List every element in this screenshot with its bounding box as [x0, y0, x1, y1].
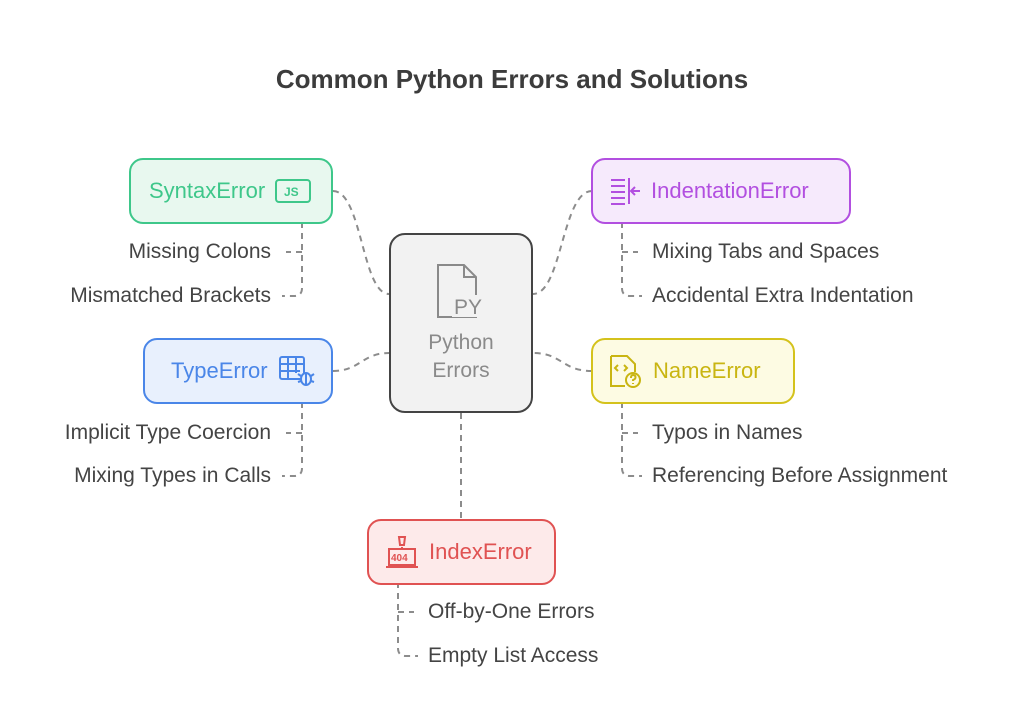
indentationerror-item-1: Mixing Tabs and Spaces: [652, 240, 880, 263]
indexerror-label: IndexError: [429, 539, 532, 564]
typeerror-label: TypeError: [171, 358, 268, 383]
connector-syntax: [332, 190, 390, 295]
connector-indentation: [532, 190, 593, 295]
nameerror-item-1: Typos in Names: [652, 421, 803, 444]
indexerror-item-2: Empty List Access: [428, 644, 599, 667]
js-badge-icon: JS: [275, 179, 312, 203]
connector-type: [332, 352, 390, 372]
indentationerror-label: IndentationError: [651, 178, 809, 203]
svg-text:JS: JS: [284, 185, 299, 199]
connector-syntax-items: [282, 222, 303, 297]
table-bug-icon: [278, 355, 316, 387]
indexerror-node[interactable]: 404 IndexError: [367, 519, 556, 585]
syntaxerror-node[interactable]: SyntaxError JS: [129, 158, 333, 224]
syntaxerror-label: SyntaxError: [149, 178, 266, 203]
typeerror-node[interactable]: TypeError: [143, 338, 333, 404]
typeerror-item-1: Implicit Type Coercion: [64, 421, 271, 444]
center-label: Python Errors: [428, 331, 494, 382]
connector-index-items: [397, 582, 418, 657]
connector-indentation-items: [621, 222, 642, 297]
center-node[interactable]: PY Python Errors: [389, 233, 533, 413]
indent-icon: [609, 176, 641, 206]
indexerror-item-1: Off-by-One Errors: [428, 600, 595, 623]
nameerror-node[interactable]: NameError: [591, 338, 795, 404]
nameerror-item-2: Referencing Before Assignment: [652, 464, 948, 487]
connector-type-items: [282, 402, 303, 477]
indentationerror-item-2: Accidental Extra Indentation: [652, 284, 914, 307]
nameerror-label: NameError: [653, 358, 761, 383]
syntaxerror-item-2: Mismatched Brackets: [70, 284, 271, 307]
connector-name: [532, 352, 593, 372]
python-file-icon: PY: [430, 261, 492, 323]
svg-text:PY: PY: [454, 296, 482, 319]
connector-name-items: [621, 402, 642, 477]
typeerror-item-2: Mixing Types in Calls: [74, 464, 271, 487]
syntaxerror-item-1: Missing Colons: [128, 240, 271, 263]
diagram-title: Common Python Errors and Solutions: [275, 64, 749, 94]
warning-404-icon: 404: [385, 535, 419, 569]
code-question-icon: [607, 354, 643, 388]
svg-text:404: 404: [391, 553, 408, 564]
indentationerror-node[interactable]: IndentationError: [591, 158, 851, 224]
